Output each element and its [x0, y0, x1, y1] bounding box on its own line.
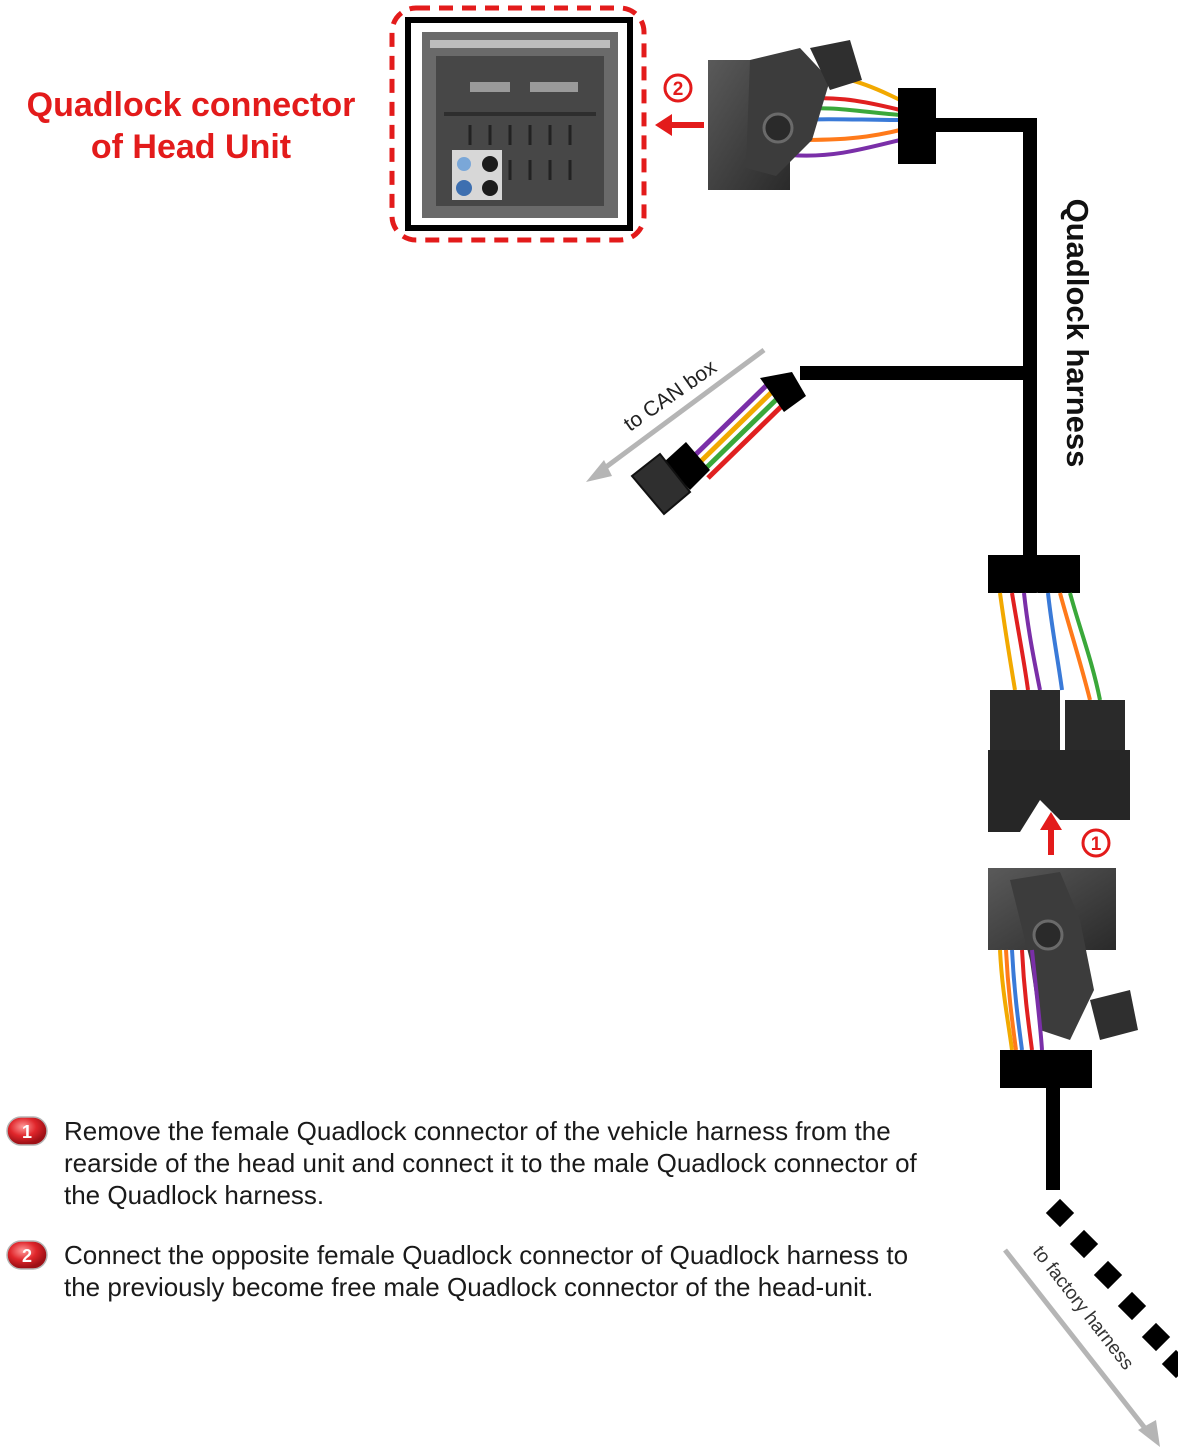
top-female-quadlock-plug [708, 40, 901, 190]
bottom-cable-sleeve-upper [988, 555, 1080, 593]
insert-arrow-step2 [655, 114, 704, 136]
socket-pin-rows [468, 125, 572, 180]
top-cable-sleeve [898, 88, 936, 164]
vehicle-female-quadlock-connector [988, 868, 1138, 1051]
svg-text:1: 1 [22, 1122, 32, 1142]
insert-arrow-step1 [1040, 812, 1062, 855]
socket-top-pins [470, 82, 578, 92]
step-1: 1 Remove the female Quadlock connector o… [6, 1115, 936, 1211]
step-instructions: 1 Remove the female Quadlock connector o… [6, 1115, 936, 1331]
svg-text:2: 2 [22, 1246, 32, 1266]
head-unit-label: Quadlock connector of Head Unit [5, 84, 377, 168]
quadlock-harness-cable [800, 118, 1037, 580]
factory-cable-dashed [1045, 1198, 1178, 1379]
step2-marker: 2 [663, 73, 693, 103]
bottom-cable-sleeve-lower [1000, 1050, 1092, 1088]
quadlock-harness-label: Quadlock harness [1057, 168, 1097, 498]
step-2-text: Connect the opposite female Quadlock con… [64, 1240, 909, 1302]
lower-harness-wires [998, 592, 1102, 701]
step1-marker-number: 1 [1091, 834, 1102, 855]
harness-male-quadlock-connector [988, 690, 1130, 832]
step-1-text: Remove the female Quadlock connector of … [64, 1116, 917, 1210]
head-unit-quadlock-socket [389, 5, 647, 243]
step-2: 2 Connect the opposite female Quadlock c… [6, 1239, 936, 1303]
factory-harness-arrow [1003, 1248, 1160, 1447]
can-box-arrow [586, 347, 766, 482]
step-1-badge-icon: 1 [6, 1116, 48, 1146]
head-unit-label-line2: of Head Unit [90, 128, 292, 166]
step2-marker-number: 2 [673, 79, 684, 100]
head-unit-label-line1: Quadlock connector [26, 86, 356, 124]
step-2-badge-icon: 2 [6, 1240, 48, 1270]
can-box-connector [630, 372, 806, 516]
step1-marker: 1 [1081, 828, 1111, 858]
quadlock-harness-label-text: Quadlock harness [1060, 198, 1095, 468]
